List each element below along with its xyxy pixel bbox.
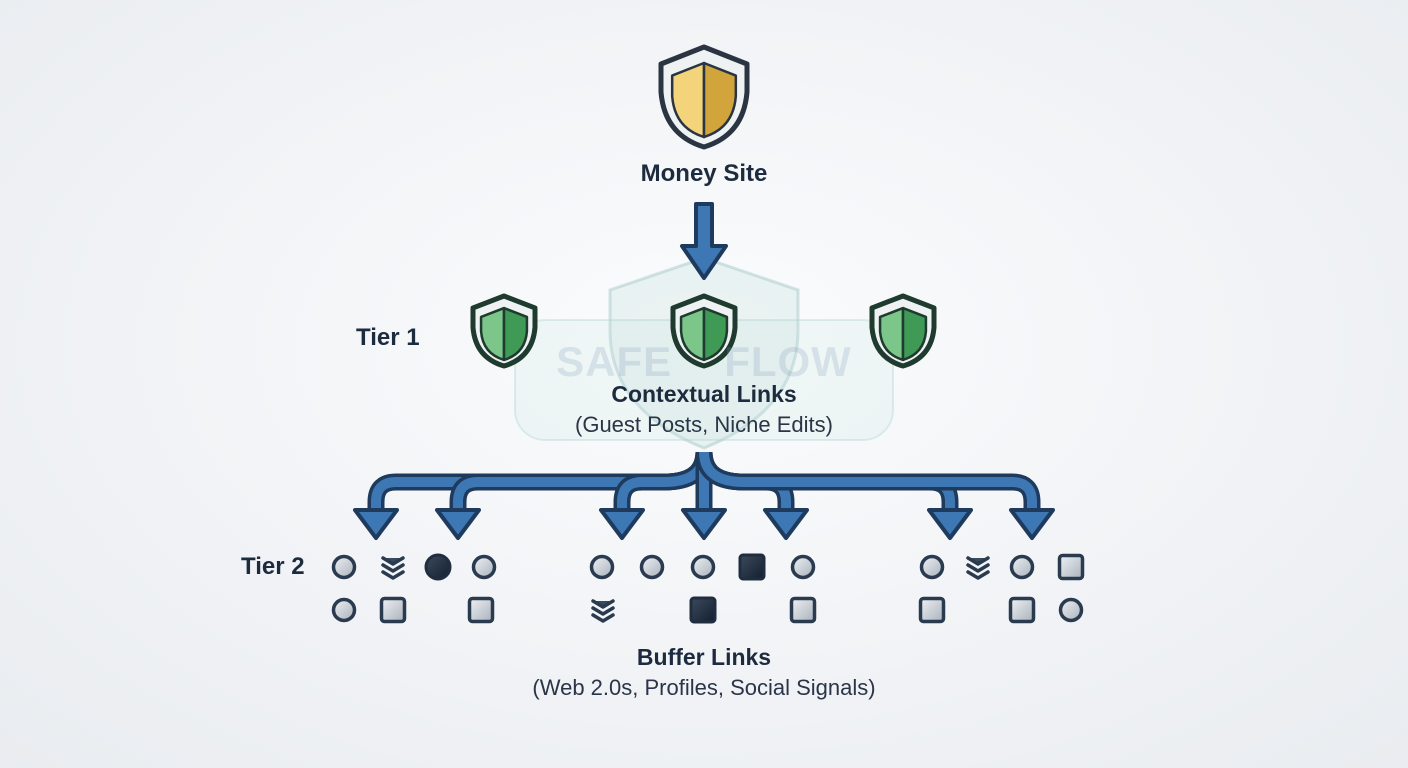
square-node-icon	[1008, 596, 1036, 624]
circle-node-icon	[331, 554, 357, 580]
branch-arrow	[599, 451, 713, 540]
tier2-nodes	[331, 553, 1085, 624]
tier1-shield-icon	[670, 293, 738, 369]
circle-node-icon	[331, 597, 357, 623]
square-node-icon	[689, 596, 717, 624]
square-node-icon	[738, 553, 766, 581]
branch-arrow	[695, 451, 809, 540]
branch-arrow	[435, 451, 713, 540]
circle-node-icon	[919, 554, 945, 580]
tier2-title: Buffer Links	[636, 644, 772, 670]
circle-node-icon	[690, 554, 716, 580]
money-site-down-arrow	[680, 202, 728, 280]
circle-node-icon	[589, 554, 615, 580]
money-site-shield-icon	[658, 44, 750, 150]
circle-node-icon	[424, 553, 452, 581]
tier1-label: Tier 1	[356, 324, 420, 351]
money-site-label: Money Site	[640, 160, 768, 187]
square-node-icon	[918, 596, 946, 624]
layers-icon	[381, 556, 405, 580]
tier1-shield-icon	[470, 293, 538, 369]
tier2-branch-arrows	[353, 451, 1055, 540]
circle-node-icon	[1058, 597, 1084, 623]
circle-node-icon	[639, 554, 665, 580]
tier1-title: Contextual Links	[611, 381, 797, 407]
layers-icon	[591, 599, 615, 623]
tier1-shield-icon	[869, 293, 937, 369]
branch-arrow	[695, 451, 973, 540]
square-node-icon	[467, 596, 495, 624]
tier2-subtitle: (Web 2.0s, Profiles, Social Signals)	[532, 675, 876, 700]
circle-node-icon	[471, 554, 497, 580]
layers-icon	[966, 556, 990, 580]
branch-arrow	[695, 451, 1055, 540]
tier1-subtitle: (Guest Posts, Niche Edits)	[575, 412, 833, 437]
square-node-icon	[1057, 553, 1085, 581]
square-node-icon	[379, 596, 407, 624]
circle-node-icon	[1009, 554, 1035, 580]
tier2-label: Tier 2	[241, 553, 305, 580]
circle-node-icon	[790, 554, 816, 580]
square-node-icon	[789, 596, 817, 624]
branch-arrow	[353, 451, 713, 540]
